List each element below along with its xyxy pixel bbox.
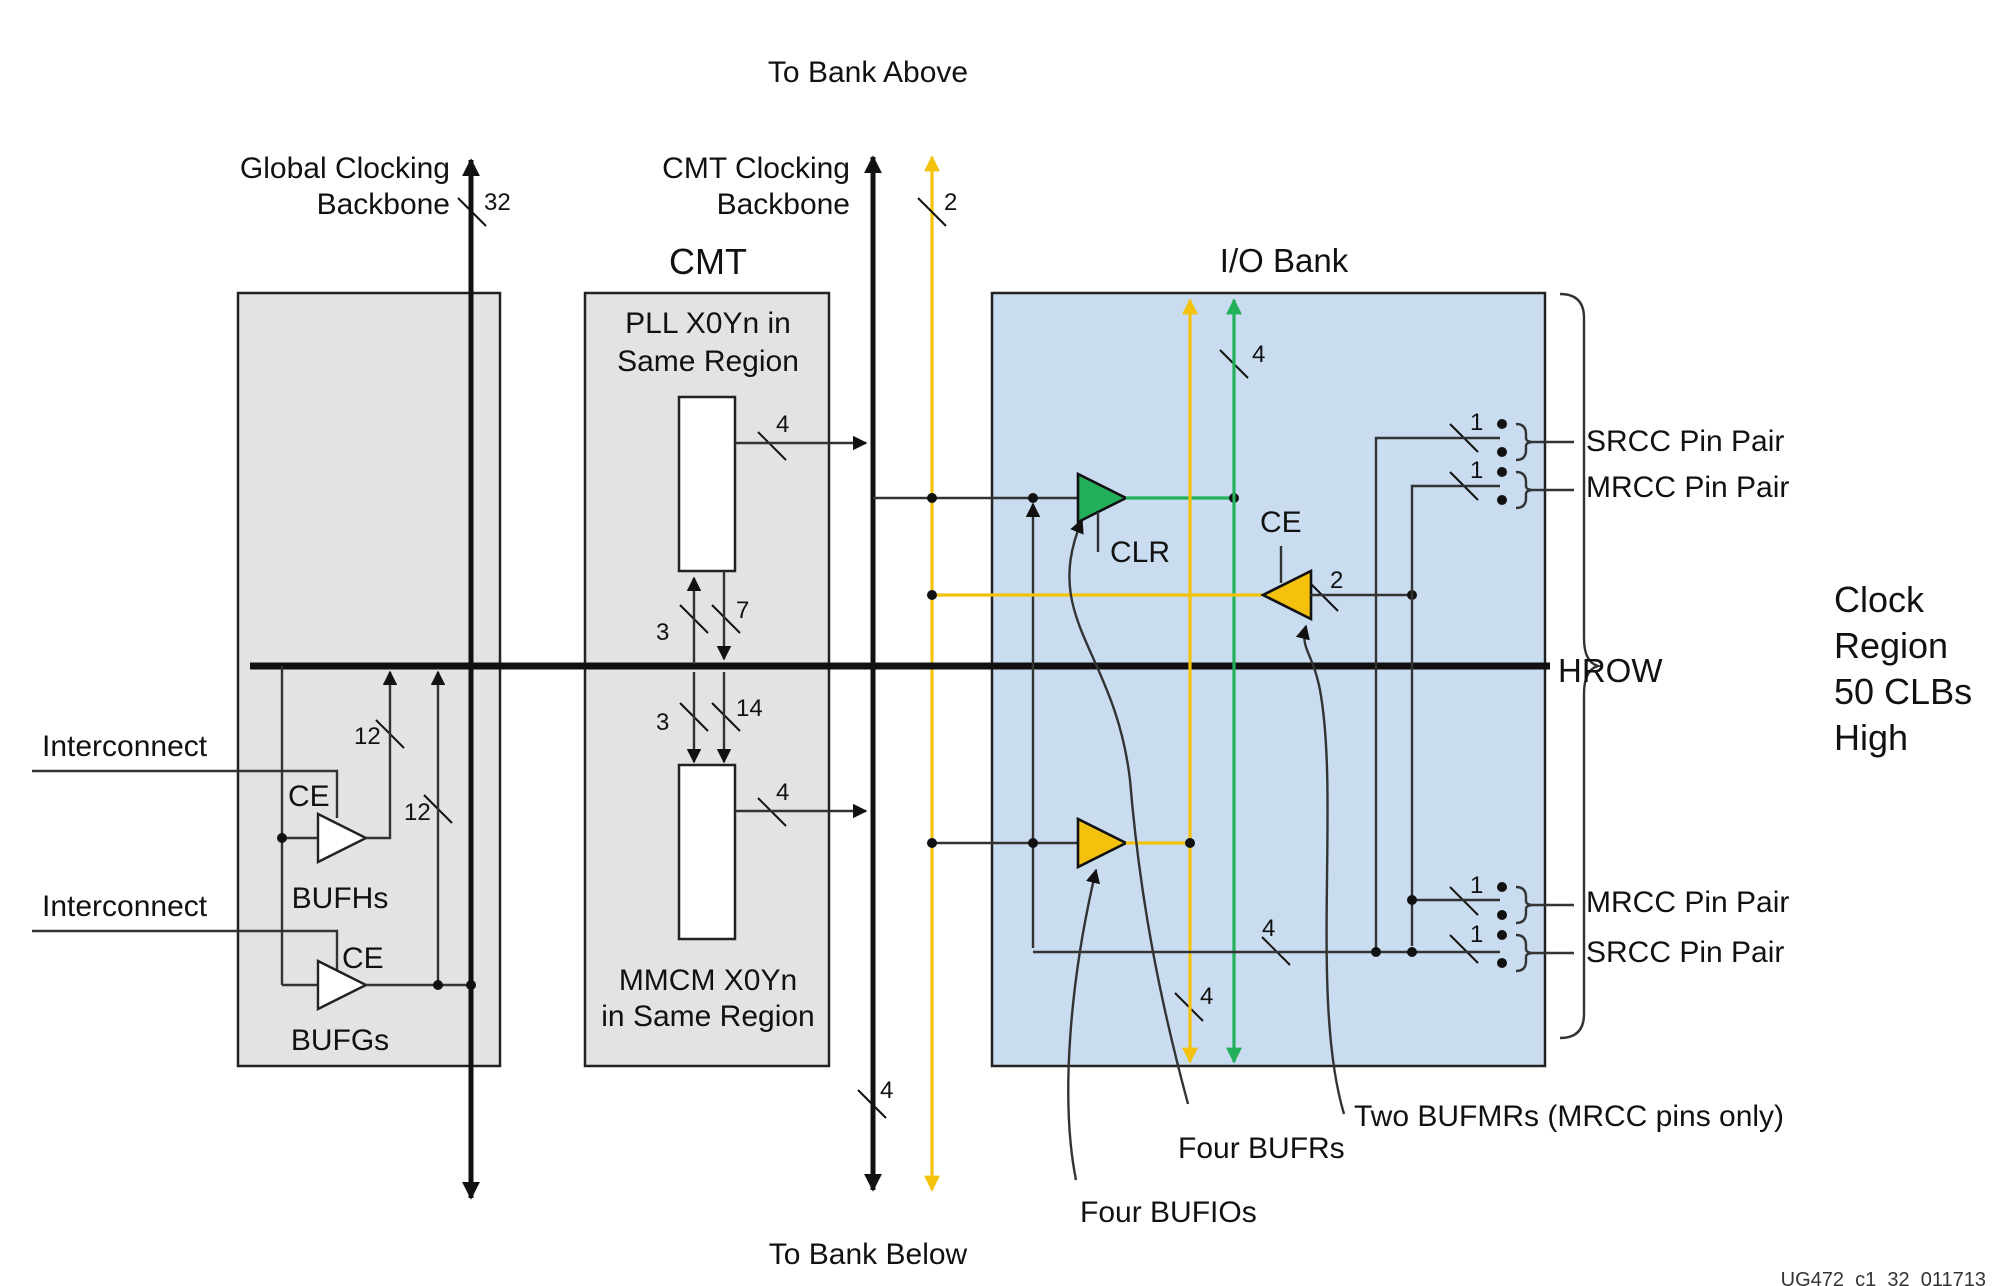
bus-width-cmt-bottom: 4 xyxy=(880,1077,893,1104)
interconnect-1-wire xyxy=(32,769,339,818)
pin-pair-dots xyxy=(1497,419,1507,968)
bufgs-label: BUFGs xyxy=(291,1024,389,1057)
bus-width-srcc-bottom: 1 xyxy=(1470,921,1483,948)
bus-width-pll-down: 7 xyxy=(736,597,749,624)
interconnect-label-2: Interconnect xyxy=(42,890,208,923)
mmcm-label-1: MMCM X0Yn xyxy=(619,964,797,997)
bus-width-mrcc-top: 1 xyxy=(1470,457,1483,484)
bufr-callout xyxy=(1068,518,1190,1105)
bus-width-bufh: 12 xyxy=(354,723,381,750)
clock-region-label-1: Clock xyxy=(1834,579,1925,620)
bus-width-bufg: 12 xyxy=(404,799,431,826)
bufg-buffer xyxy=(316,959,369,1011)
bus-width-mmcm-up: 3 xyxy=(656,709,669,736)
pin-pair-braces xyxy=(1515,422,1574,973)
pll-box xyxy=(677,395,737,573)
bufhs-label: BUFHs xyxy=(292,882,389,915)
to-bank-above-label: To Bank Above xyxy=(768,56,968,89)
bufh-buffer xyxy=(316,812,369,864)
srcc-top-wire xyxy=(1374,436,1500,952)
two-bufmrs-label: Two BUFMRs (MRCC pins only) xyxy=(1354,1100,1784,1133)
mmcm-label-2: in Same Region xyxy=(601,1000,814,1033)
bus-width-mmcm-down: 14 xyxy=(736,695,763,722)
bus-width-cmt-backbone: 2 xyxy=(944,189,957,216)
bufio-buffer xyxy=(1076,816,1129,870)
hrow-label: HROW xyxy=(1558,652,1663,689)
bus-width-mmcm-out: 4 xyxy=(776,779,789,806)
global-backbone-label-1: Global Clocking xyxy=(240,152,450,185)
interconnect-label-1: Interconnect xyxy=(42,730,208,763)
bufmr-callout xyxy=(1295,624,1346,1115)
mmcm-box xyxy=(677,763,737,941)
bus-width-io-yellow-bottom: 4 xyxy=(1200,983,1213,1010)
mrcc-bottom-label: MRCC Pin Pair xyxy=(1586,886,1789,919)
cmt-backbone-label-1: CMT Clocking xyxy=(662,152,850,185)
to-bank-below-label: To Bank Below xyxy=(769,1238,968,1271)
clock-region-label-3: 50 CLBs xyxy=(1834,671,1972,712)
cmt-backbone-label-2: Backbone xyxy=(717,188,850,221)
four-bufios-label: Four BUFIOs xyxy=(1080,1196,1257,1229)
bufmr-ce-label: CE xyxy=(1260,506,1302,539)
bufr-buffer xyxy=(1076,471,1129,525)
bus-width-bufmr-in: 2 xyxy=(1330,567,1343,594)
cmt-title: CMT xyxy=(669,241,747,282)
pll-label-2: Same Region xyxy=(617,345,799,378)
global-backbone-label-2: Backbone xyxy=(317,188,450,221)
srcc-top-label: SRCC Pin Pair xyxy=(1586,425,1784,458)
bufh-output-wire xyxy=(366,670,398,840)
interconnect-2-wire xyxy=(32,929,339,972)
bufr-clr-label: CLR xyxy=(1110,536,1170,569)
bus-width-pll-out: 4 xyxy=(776,411,789,438)
mrcc-top-label: MRCC Pin Pair xyxy=(1586,471,1789,504)
bus-width-mrcc-bottom: 1 xyxy=(1470,872,1483,899)
bufg-ce-label: CE xyxy=(342,942,384,975)
bufh-ce-label: CE xyxy=(288,780,330,813)
bus-width-io-bottom: 4 xyxy=(1262,915,1275,942)
bus-width-global: 32 xyxy=(484,189,511,216)
srcc-bottom-label: SRCC Pin Pair xyxy=(1586,936,1784,969)
bus-width-io-top: 4 xyxy=(1252,341,1265,368)
clock-region-label-4: High xyxy=(1834,717,1908,758)
mrcc-top-wire xyxy=(1410,484,1500,946)
bus-width-pll-up: 3 xyxy=(656,619,669,646)
clock-region-label-2: Region xyxy=(1834,625,1948,666)
bus-width-srcc-top: 1 xyxy=(1470,409,1483,436)
pll-label-1: PLL X0Yn in xyxy=(625,307,791,340)
bufio-callout xyxy=(1067,868,1101,1181)
four-bufrs-label: Four BUFRs xyxy=(1178,1132,1345,1165)
io-bank-title: I/O Bank xyxy=(1220,242,1349,279)
figure-id-label: UG472_c1_32_011713 xyxy=(1781,1269,1986,1286)
io-bank-block xyxy=(990,291,1547,1068)
clock-region-brace xyxy=(1559,292,1603,1040)
